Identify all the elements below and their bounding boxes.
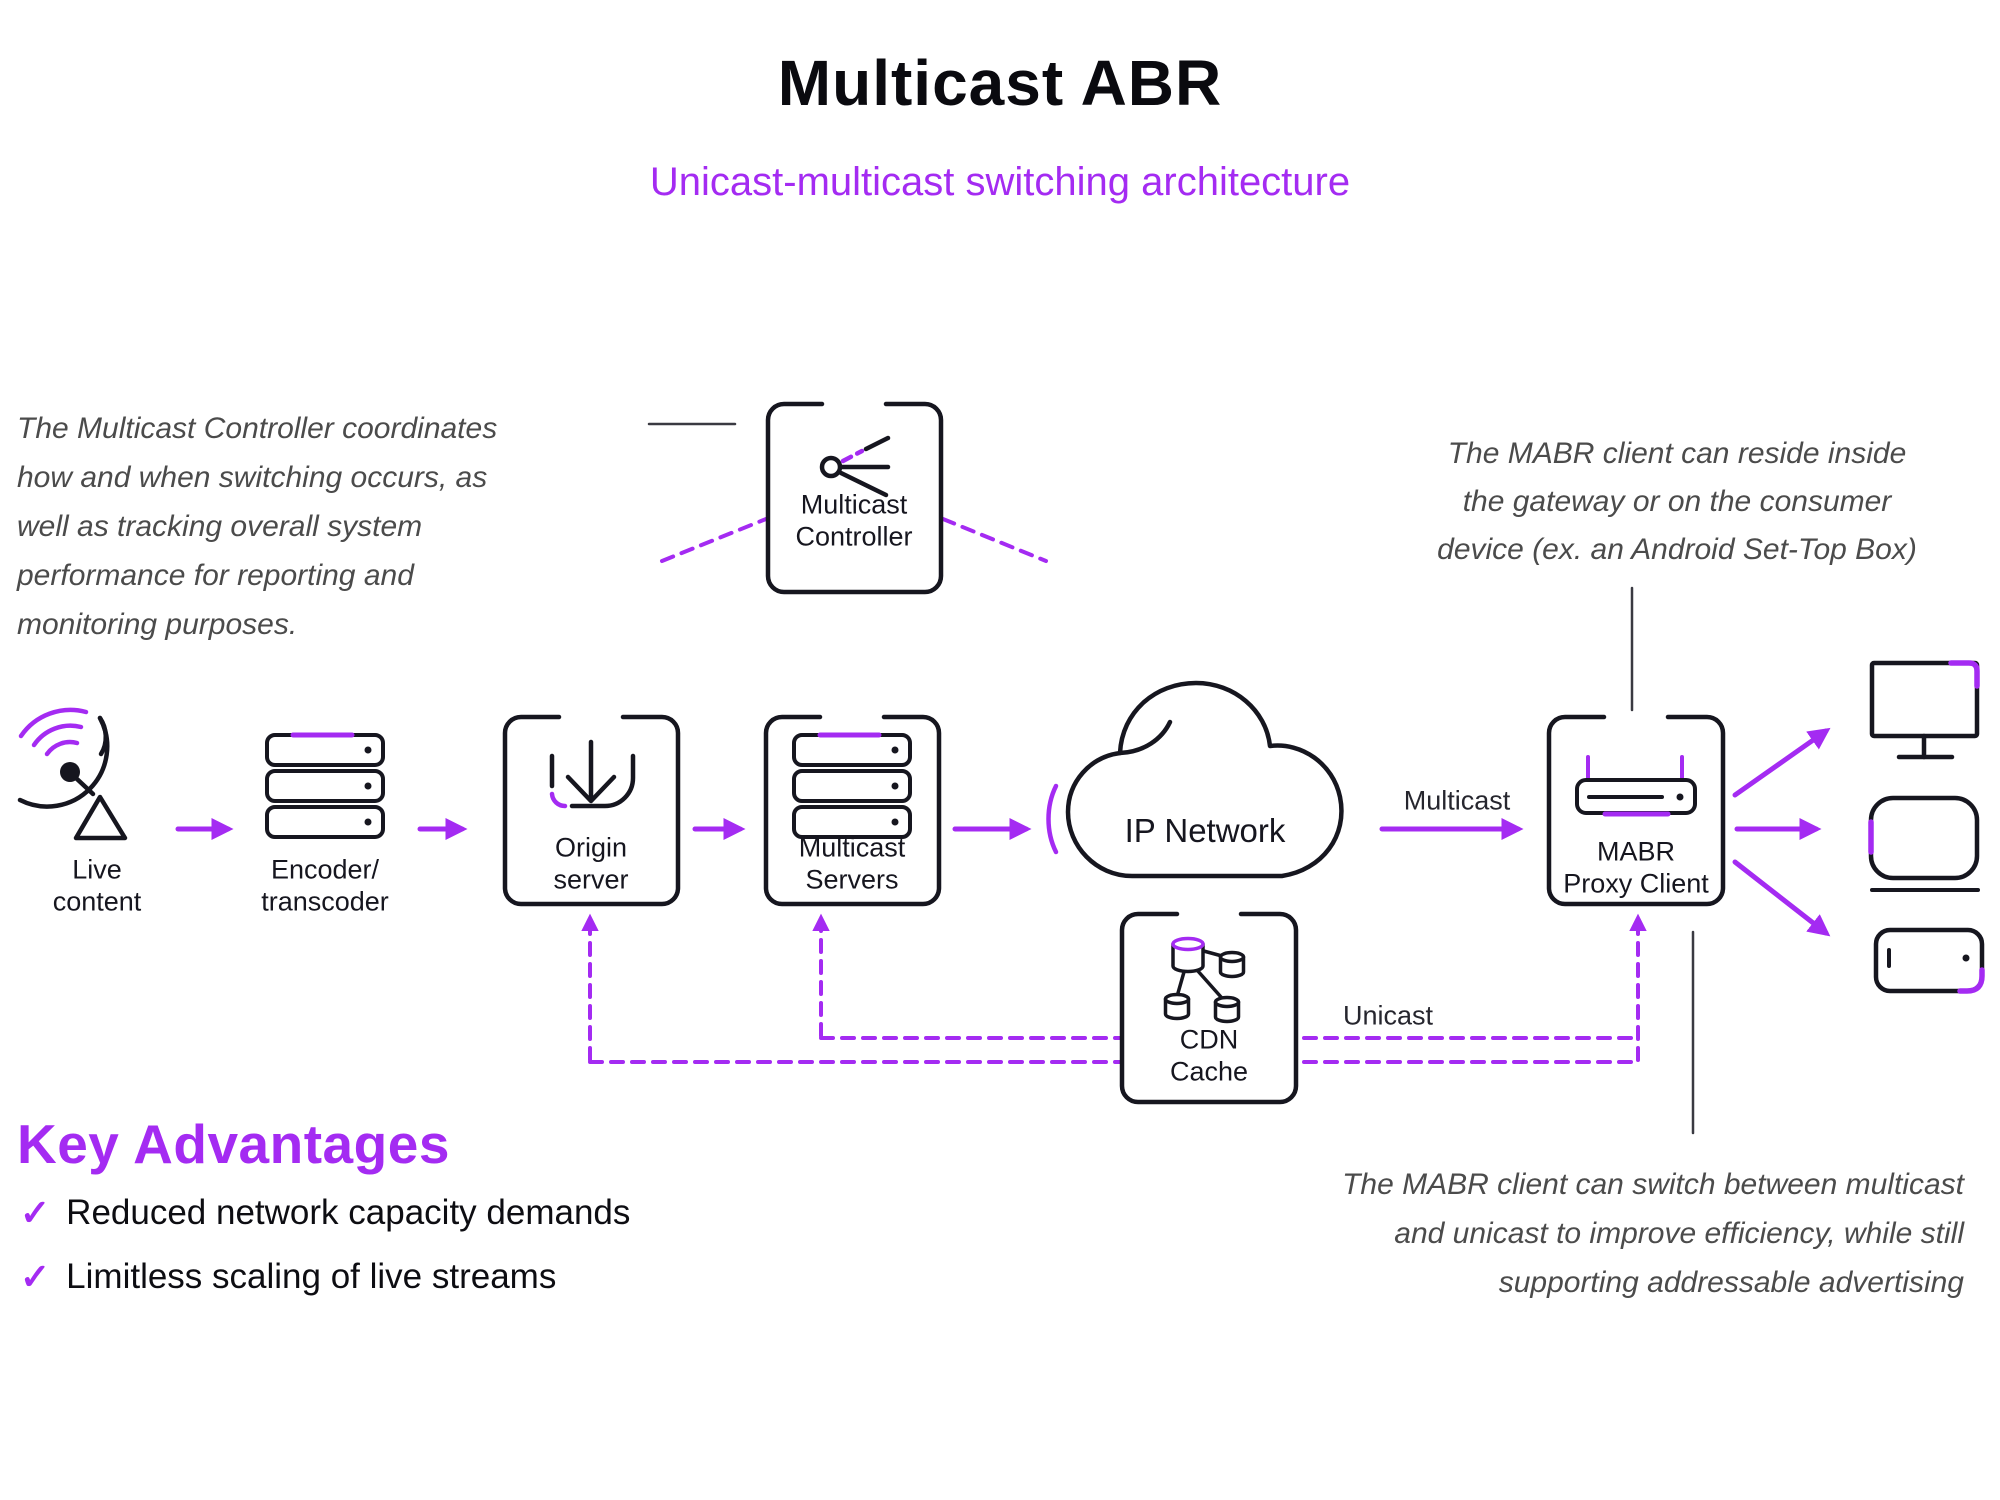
smartphone-icon	[1873, 927, 1985, 994]
db-body	[1171, 942, 1205, 974]
tv-icon	[1868, 795, 1980, 892]
encoder-label: Encoder/ transcoder	[261, 854, 389, 917]
cloud-icon	[1046, 680, 1344, 879]
desktop-monitor-icon	[1869, 660, 1980, 760]
ip-network-label: IP Network	[1124, 812, 1286, 850]
cdn-cache-box	[1119, 911, 1299, 1105]
check-icon: ✓	[20, 1192, 51, 1233]
router-icon	[1575, 755, 1697, 817]
client-location-annotation: The MABR client can reside inside the ga…	[1437, 437, 1917, 566]
server-led	[364, 818, 372, 826]
signal-arc-2	[31, 723, 84, 748]
tv-screen	[1868, 795, 1980, 881]
encoder-server-stack-icon	[265, 732, 385, 839]
advantage-text: Limitless scaling of live streams	[66, 1257, 557, 1296]
arrow-client-to-monitor	[1732, 727, 1831, 798]
advantage-text: Reduced network capacity demands	[66, 1193, 631, 1232]
db-top	[1218, 950, 1246, 964]
server-bar	[792, 769, 912, 803]
server-bar	[792, 805, 912, 839]
branch-split-icon	[819, 435, 891, 498]
origin-server-label: Origin server	[553, 832, 629, 895]
branch-top	[863, 435, 891, 452]
server-led	[364, 782, 372, 790]
multicast-controller-box	[765, 401, 944, 595]
arrow-client-to-phone	[1732, 859, 1831, 937]
live-content-label: Live content	[52, 854, 142, 917]
page-subtitle: Unicast-multicast switching architecture	[649, 160, 1351, 204]
key-advantages-heading: Key Advantages	[17, 1113, 450, 1175]
db-top	[1213, 995, 1241, 1009]
download-tray-icon	[549, 739, 636, 809]
branch-bottom	[838, 470, 889, 498]
multicast-edge-label: Multicast	[1403, 785, 1511, 816]
signal-arc-1	[44, 739, 80, 757]
server-bar	[265, 805, 385, 839]
cloud-purple-arc	[1046, 783, 1059, 855]
cloud-inner-arc	[1117, 719, 1173, 756]
multicast-server-stack-icon	[792, 732, 912, 839]
advantage-item: ✓ Reduced network capacity demands	[20, 1192, 630, 1234]
phone-body	[1873, 927, 1985, 994]
controller-link-left	[660, 517, 768, 563]
router-led	[1676, 793, 1684, 801]
monitor-screen	[1869, 660, 1980, 739]
page-title: Multicast ABR	[777, 47, 1223, 119]
mabr-proxy-client-label: MABR Proxy Client	[1563, 836, 1709, 899]
server-led	[364, 746, 372, 754]
check-icon: ✓	[20, 1256, 51, 1297]
dish-edge	[97, 715, 108, 757]
controller-link-right	[941, 517, 1048, 563]
dish-stand	[73, 794, 128, 841]
server-led	[891, 746, 899, 754]
monitor-purple-corner	[1948, 660, 1980, 689]
satellite-dish-icon	[17, 707, 128, 841]
signal-arc-3	[18, 707, 89, 739]
annotation-connectors	[647, 422, 1695, 1135]
phone-camera-dot	[1962, 954, 1970, 962]
cdn-cache-label: CDN Cache	[1169, 1024, 1249, 1087]
branch-node	[819, 455, 843, 479]
flow-arrows	[175, 727, 1831, 937]
db-top	[1163, 992, 1191, 1006]
cloud-outline	[1065, 680, 1344, 879]
advantage-item: ✓ Limitless scaling of live streams	[20, 1256, 556, 1298]
db-top-purple	[1171, 936, 1205, 952]
server-bar	[265, 769, 385, 803]
dish-feed-arm	[74, 776, 96, 797]
branch-top-purple	[840, 448, 865, 464]
db-link	[1195, 968, 1223, 999]
server-led	[891, 782, 899, 790]
db-link	[1176, 970, 1186, 995]
phone-purple-corner	[1957, 967, 1985, 994]
tray-right	[569, 753, 636, 809]
controller-annotation: The Multicast Controller coordinates how…	[17, 412, 498, 641]
tray-purple-corner	[549, 791, 568, 809]
multicast-controller-label: Multicast Controller	[795, 489, 913, 552]
database-cluster-icon	[1163, 936, 1246, 1024]
server-led	[891, 818, 899, 826]
client-switching-annotation: The MABR client can switch between multi…	[1342, 1168, 1964, 1299]
multicast-servers-label: Multicast Servers	[798, 832, 906, 895]
download-arrow-head	[565, 774, 617, 804]
controller-dashed-links	[660, 517, 1048, 563]
unicast-edge-label: Unicast	[1342, 1000, 1434, 1031]
dish-feed-dot	[60, 762, 80, 782]
unicast-dashed-paths	[581, 913, 1647, 1064]
